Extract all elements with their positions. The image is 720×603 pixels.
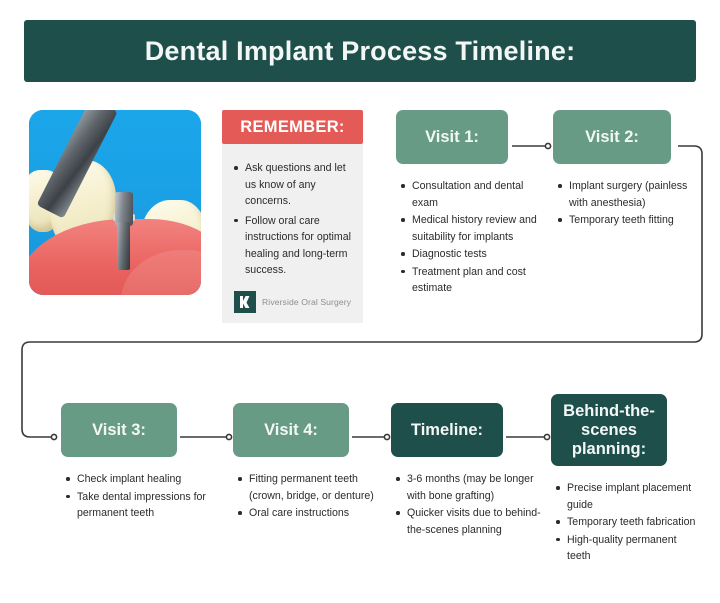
flow-node-timeline[interactable]: Timeline: 3-6 months (may be longer with… — [391, 403, 543, 539]
node-list-visit1: Consultation and dental exam Medical his… — [396, 178, 542, 297]
list-item: Oral care instructions — [238, 505, 385, 522]
node-title: Visit 4: — [264, 420, 318, 439]
list-item: Follow oral care instructions for optima… — [234, 213, 355, 279]
riverside-logo-text: Riverside Oral Surgery — [262, 296, 352, 307]
node-list-visit3: Check implant healing Take dental impres… — [61, 471, 213, 522]
flow-node-behind-the-scenes[interactable]: Behind-the-scenes planning: Precise impl… — [551, 394, 701, 566]
list-item: 3-6 months (may be longer with bone graf… — [396, 471, 543, 504]
node-header-visit4[interactable]: Visit 4: — [233, 403, 349, 457]
node-title: Visit 3: — [92, 420, 146, 439]
node-title: Visit 1: — [425, 127, 479, 146]
remember-body: Ask questions and let us know of any con… — [222, 144, 363, 323]
list-item: Medical history review and suitability f… — [401, 212, 542, 245]
list-item: Consultation and dental exam — [401, 178, 542, 211]
flow-node-visit1[interactable]: Visit 1: Consultation and dental exam Me… — [396, 110, 542, 298]
list-item: Temporary teeth fitting — [558, 212, 699, 229]
list-item: Precise implant placement guide — [556, 480, 701, 513]
remember-panel: REMEMBER: Ask questions and let us know … — [222, 110, 363, 323]
list-item: Implant surgery (painless with anesthesi… — [558, 178, 699, 211]
node-header-behind-the-scenes[interactable]: Behind-the-scenes planning: — [551, 394, 667, 466]
riverside-r-mark-icon — [234, 290, 256, 313]
remember-heading: REMEMBER: — [240, 117, 345, 136]
list-item: Diagnostic tests — [401, 246, 542, 263]
flow-node-visit3[interactable]: Visit 3: Check implant healing Take dent… — [61, 403, 213, 523]
list-item: Treatment plan and cost estimate — [401, 264, 542, 297]
node-header-visit3[interactable]: Visit 3: — [61, 403, 177, 457]
node-header-visit1[interactable]: Visit 1: — [396, 110, 508, 164]
dental-implant-photo — [29, 110, 201, 295]
flow-node-visit2[interactable]: Visit 2: Implant surgery (painless with … — [553, 110, 699, 230]
flow-node-visit4[interactable]: Visit 4: Fitting permanent teeth (crown,… — [233, 403, 385, 523]
implant-drill-tip — [117, 222, 130, 270]
list-item: Take dental impressions for permanent te… — [66, 489, 213, 522]
node-title: Visit 2: — [585, 127, 639, 146]
node-list-behind-the-scenes: Precise implant placement guide Temporar… — [551, 480, 701, 565]
connector-dot-behind — [543, 433, 551, 441]
connector-dot-visit2 — [544, 142, 552, 150]
connector-dot-timeline — [383, 433, 391, 441]
riverside-logo: Riverside Oral Surgery — [230, 290, 355, 313]
node-title: Behind-the-scenes planning: — [563, 401, 655, 458]
remember-list: Ask questions and let us know of any con… — [230, 160, 355, 279]
node-header-timeline[interactable]: Timeline: — [391, 403, 503, 457]
list-item: Quicker visits due to behind-the-scenes … — [396, 505, 543, 538]
connector-dot-visit3 — [50, 433, 58, 441]
node-list-visit4: Fitting permanent teeth (crown, bridge, … — [233, 471, 385, 522]
page-title: Dental Implant Process Timeline: — [144, 35, 576, 66]
node-list-visit2: Implant surgery (painless with anesthesi… — [553, 178, 699, 229]
connector-dot-visit4 — [225, 433, 233, 441]
page-header-bar: Dental Implant Process Timeline: — [24, 20, 696, 82]
remember-header: REMEMBER: — [222, 110, 363, 144]
list-item: Fitting permanent teeth (crown, bridge, … — [238, 471, 385, 504]
surgical-instrument-mid — [115, 192, 133, 226]
list-item: Temporary teeth fabrication — [556, 514, 701, 531]
list-item: Ask questions and let us know of any con… — [234, 160, 355, 210]
node-title: Timeline: — [410, 420, 484, 439]
node-list-timeline: 3-6 months (may be longer with bone graf… — [391, 471, 543, 538]
node-header-visit2[interactable]: Visit 2: — [553, 110, 671, 164]
list-item: High-quality permanent teeth — [556, 532, 701, 565]
list-item: Check implant healing — [66, 471, 213, 488]
